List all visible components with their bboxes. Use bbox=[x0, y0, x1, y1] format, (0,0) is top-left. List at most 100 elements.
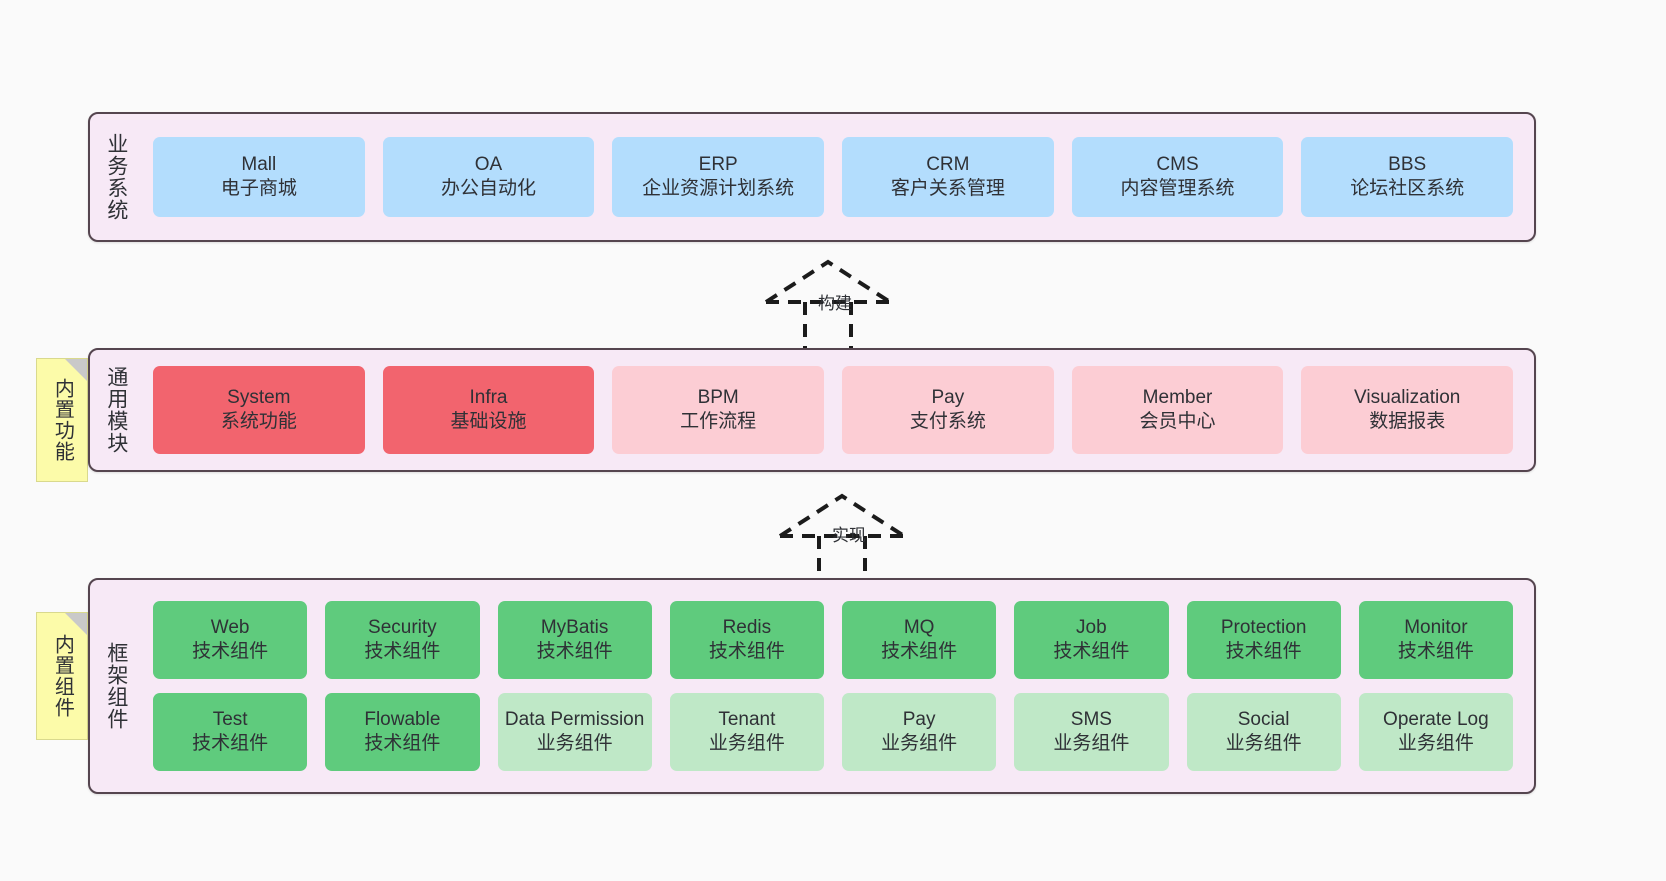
node-job[interactable]: Job 技术组件 bbox=[1014, 601, 1169, 679]
node-protection[interactable]: Protection 技术组件 bbox=[1186, 601, 1341, 679]
node-mq[interactable]: MQ 技术组件 bbox=[842, 601, 997, 679]
node-web[interactable]: Web 技术组件 bbox=[153, 601, 308, 679]
connector-build-arrow bbox=[764, 259, 892, 356]
node-bbs[interactable]: BBS 论坛社区系统 bbox=[1301, 137, 1514, 217]
node-operate-log[interactable]: Operate Log 业务组件 bbox=[1358, 693, 1513, 771]
node-bpm[interactable]: BPM 工作流程 bbox=[612, 366, 825, 454]
node-subtitle: 技术组件 bbox=[1397, 641, 1474, 662]
node-title: SMS bbox=[1070, 708, 1112, 730]
node-row: Mall 电子商城 OA 办公自动化 ERP 企业资源计划系统 CRM 客户关系… bbox=[144, 137, 1522, 217]
node-subtitle: 技术组件 bbox=[881, 641, 958, 662]
node-member[interactable]: Member 会员中心 bbox=[1071, 366, 1284, 454]
node-subtitle: 业务组件 bbox=[1225, 733, 1302, 754]
connector-implement-arrow bbox=[778, 493, 906, 584]
node-title: System bbox=[227, 386, 291, 408]
node-tenant[interactable]: Tenant 业务组件 bbox=[669, 693, 824, 771]
node-mybatis[interactable]: MyBatis 技术组件 bbox=[497, 601, 652, 679]
node-title: Social bbox=[1237, 708, 1290, 730]
node-pay-component[interactable]: Pay 业务组件 bbox=[842, 693, 997, 771]
node-subtitle: 数据报表 bbox=[1369, 411, 1446, 432]
node-title: CRM bbox=[926, 153, 970, 175]
node-system[interactable]: System 系统功能 bbox=[153, 366, 365, 454]
connector-build-label: 构建 bbox=[818, 294, 852, 313]
node-title: Security bbox=[368, 616, 437, 638]
layer-label-business-systems: 业务系统 bbox=[104, 133, 128, 221]
node-redis[interactable]: Redis 技术组件 bbox=[669, 601, 824, 679]
node-row: System 系统功能 Infra 基础设施 BPM 工作流程 Pay 支付系统… bbox=[144, 366, 1522, 454]
node-title: Mall bbox=[241, 153, 277, 175]
note-builtin-features[interactable]: 内置功能 bbox=[36, 358, 88, 482]
node-visualization[interactable]: Visualization 数据报表 bbox=[1301, 366, 1514, 454]
node-subtitle: 业务组件 bbox=[536, 733, 613, 754]
node-title: Visualization bbox=[1354, 386, 1461, 408]
layer-body-framework-components: Web 技术组件 Security 技术组件 MyBatis 技术组件 Redi… bbox=[142, 580, 1534, 792]
note-text: 内置功能 bbox=[51, 378, 74, 462]
node-subtitle: 业务组件 bbox=[881, 733, 958, 754]
node-subtitle: 技术组件 bbox=[1225, 641, 1302, 662]
layer-body-common-modules: System 系统功能 Infra 基础设施 BPM 工作流程 Pay 支付系统… bbox=[142, 350, 1534, 470]
node-security[interactable]: Security 技术组件 bbox=[325, 601, 480, 679]
node-monitor[interactable]: Monitor 技术组件 bbox=[1358, 601, 1513, 679]
node-title: CMS bbox=[1156, 153, 1199, 175]
node-subtitle: 技术组件 bbox=[364, 733, 441, 754]
node-title: Tenant bbox=[718, 708, 776, 730]
note-text: 内置组件 bbox=[51, 634, 74, 718]
node-row-business: Test 技术组件 Flowable 技术组件 Data Permission … bbox=[144, 693, 1522, 771]
node-title: Operate Log bbox=[1383, 708, 1489, 730]
node-erp[interactable]: ERP 企业资源计划系统 bbox=[612, 137, 825, 217]
node-social[interactable]: Social 业务组件 bbox=[1186, 693, 1341, 771]
node-cms[interactable]: CMS 内容管理系统 bbox=[1071, 137, 1284, 217]
note-builtin-components[interactable]: 内置组件 bbox=[36, 612, 88, 740]
layer-framework-components[interactable]: 框架组件 Web 技术组件 Security 技术组件 MyBatis 技术组件… bbox=[88, 578, 1536, 794]
layer-body-business-systems: Mall 电子商城 OA 办公自动化 ERP 企业资源计划系统 CRM 客户关系… bbox=[142, 114, 1534, 240]
node-subtitle: 技术组件 bbox=[364, 641, 441, 662]
node-title: Infra bbox=[469, 386, 508, 408]
node-subtitle: 电子商城 bbox=[220, 178, 297, 199]
node-subtitle: 客户关系管理 bbox=[890, 178, 1005, 199]
layer-label-framework-components: 框架组件 bbox=[104, 642, 128, 730]
node-subtitle: 支付系统 bbox=[909, 411, 986, 432]
node-subtitle: 业务组件 bbox=[708, 733, 785, 754]
node-pay-module[interactable]: Pay 支付系统 bbox=[842, 366, 1054, 454]
node-title: Web bbox=[210, 616, 250, 638]
node-subtitle: 会员中心 bbox=[1139, 411, 1216, 432]
node-subtitle: 技术组件 bbox=[192, 641, 269, 662]
node-title: Data Permission bbox=[504, 708, 645, 730]
node-subtitle: 内容管理系统 bbox=[1120, 178, 1235, 199]
node-title: Protection bbox=[1220, 616, 1307, 638]
node-oa[interactable]: OA 办公自动化 bbox=[382, 137, 595, 217]
connector-implement-label: 实现 bbox=[832, 526, 866, 545]
node-title: Test bbox=[212, 708, 248, 730]
node-subtitle: 技术组件 bbox=[192, 733, 269, 754]
node-title: Pay bbox=[931, 386, 965, 408]
node-subtitle: 业务组件 bbox=[1397, 733, 1474, 754]
node-subtitle: 论坛社区系统 bbox=[1350, 178, 1465, 199]
layer-business-systems[interactable]: 业务系统 Mall 电子商城 OA 办公自动化 ERP 企业资源计划系统 CRM bbox=[88, 112, 1536, 242]
node-title: Monitor bbox=[1404, 616, 1468, 638]
node-title: Flowable bbox=[364, 708, 441, 730]
node-mall[interactable]: Mall 电子商城 bbox=[153, 137, 365, 217]
node-subtitle: 技术组件 bbox=[1053, 641, 1130, 662]
node-subtitle: 技术组件 bbox=[536, 641, 613, 662]
node-subtitle: 基础设施 bbox=[450, 411, 527, 432]
node-title: BPM bbox=[697, 386, 739, 408]
layer-common-modules[interactable]: 通用模块 System 系统功能 Infra 基础设施 BPM 工作流程 Pay bbox=[88, 348, 1536, 472]
node-crm[interactable]: CRM 客户关系管理 bbox=[842, 137, 1054, 217]
node-title: BBS bbox=[1388, 153, 1427, 175]
node-subtitle: 工作流程 bbox=[680, 411, 757, 432]
node-subtitle: 系统功能 bbox=[220, 411, 297, 432]
node-title: Pay bbox=[902, 708, 936, 730]
node-flowable[interactable]: Flowable 技术组件 bbox=[325, 693, 480, 771]
node-sms[interactable]: SMS 业务组件 bbox=[1014, 693, 1169, 771]
node-row-technical: Web 技术组件 Security 技术组件 MyBatis 技术组件 Redi… bbox=[144, 601, 1522, 679]
node-title: MyBatis bbox=[540, 616, 609, 638]
node-data-permission[interactable]: Data Permission 业务组件 bbox=[497, 693, 652, 771]
node-title: OA bbox=[474, 153, 503, 175]
node-infra[interactable]: Infra 基础设施 bbox=[382, 366, 595, 454]
node-subtitle: 企业资源计划系统 bbox=[642, 178, 795, 199]
node-test[interactable]: Test 技术组件 bbox=[153, 693, 308, 771]
node-title: Redis bbox=[722, 616, 772, 638]
node-subtitle: 技术组件 bbox=[708, 641, 785, 662]
node-title: MQ bbox=[903, 616, 935, 638]
